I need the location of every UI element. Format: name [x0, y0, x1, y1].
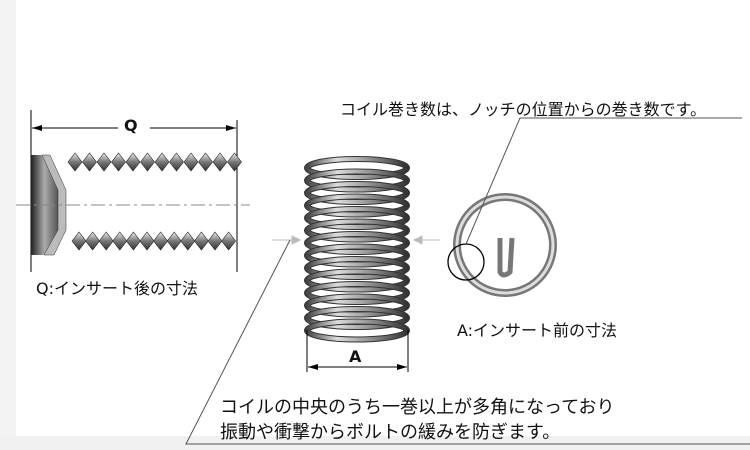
installed-insert-section [16, 152, 250, 256]
thread-tooth [169, 152, 184, 172]
coil-turn-highlight [305, 207, 409, 229]
thread-tooth [166, 231, 182, 251]
thread-tooth [85, 231, 100, 251]
thread-tooth [221, 231, 236, 251]
thread-tooth [67, 152, 83, 172]
a-dimension-label: A [349, 347, 362, 366]
coil-turn-highlight [305, 219, 409, 242]
thread-tooth [140, 152, 155, 172]
coil-turn-highlight [305, 294, 409, 317]
a-dimension [306, 330, 409, 372]
thread-tooth [198, 152, 213, 172]
coil-end-view [447, 193, 557, 297]
thread-tooth [194, 231, 209, 251]
thread-tooth [139, 231, 155, 251]
coil-insert [304, 156, 410, 343]
q-dimension-label: Q [124, 116, 138, 135]
callout-lines [185, 117, 750, 445]
insert-direction-arrows [272, 235, 440, 245]
coil-turn-highlight [305, 182, 409, 204]
thread-tooth [207, 231, 223, 251]
thread-tooth [96, 152, 112, 172]
after-insert-label: Q:インサート後の寸法 [36, 279, 198, 298]
thread-tooth [180, 231, 196, 251]
thread-tooth [112, 231, 128, 251]
thread-tooth [71, 231, 87, 251]
coil-turn-highlight [305, 282, 409, 304]
coil-turn-highlight [305, 157, 409, 179]
coil-turn-highlight [305, 169, 409, 192]
coil-turn-highlight [305, 269, 409, 292]
coil-turn-highlight [305, 244, 409, 267]
thread-tooth [111, 152, 126, 172]
thread-tooth [154, 152, 170, 172]
coil-turn-highlight [305, 307, 409, 329]
bottom-border [0, 436, 750, 450]
thread-tooth [126, 231, 141, 251]
thread-tooth [183, 152, 199, 172]
coil-turn-highlight [305, 257, 409, 279]
feature-note-line2: 振動や衝撃からボルトの緩みを防ぎます。 [220, 422, 561, 443]
coil-turn-highlight [305, 194, 409, 217]
thread-tooth [125, 152, 141, 172]
thread-tooth [98, 231, 114, 251]
coil-count-note: コイル巻き数は、ノッチの位置からの巻き数です。 [340, 100, 707, 119]
thread-tooth [82, 152, 97, 172]
feature-note-line1: コイルの中央のうち一巻以上が多角になっており [220, 397, 615, 418]
thread-tooth [212, 152, 228, 172]
before-insert-label: A:インサート前の寸法 [457, 321, 618, 340]
coil-turn-highlight [305, 232, 409, 254]
left-border [0, 0, 16, 450]
thread-tooth [153, 231, 168, 251]
thread-tooth [227, 152, 242, 172]
